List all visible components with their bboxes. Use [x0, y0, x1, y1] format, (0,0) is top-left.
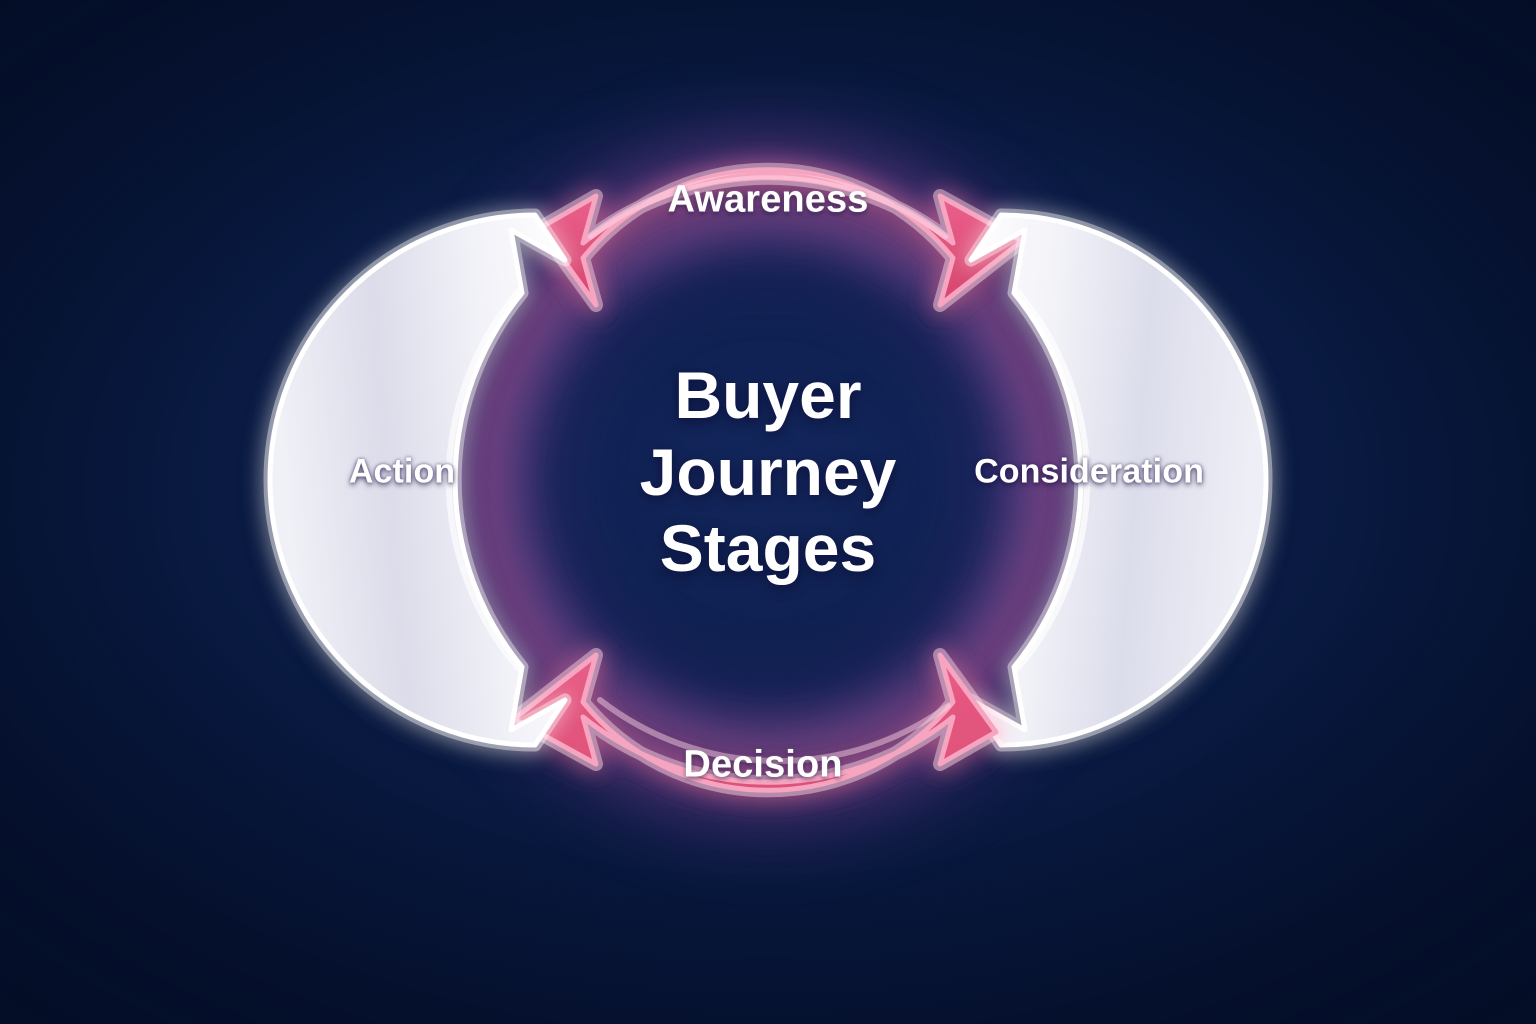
center-title: Buyer Journey Stages [558, 357, 978, 587]
center-title-line-1: Buyer [674, 358, 862, 433]
center-title-line-2: Journey [639, 434, 897, 509]
label-consideration: Consideration [974, 452, 1204, 491]
label-action: Action [348, 452, 456, 491]
center-title-line-3: Stages [659, 511, 877, 586]
label-decision: Decision [683, 743, 843, 786]
label-awareness: Awareness [667, 178, 869, 221]
